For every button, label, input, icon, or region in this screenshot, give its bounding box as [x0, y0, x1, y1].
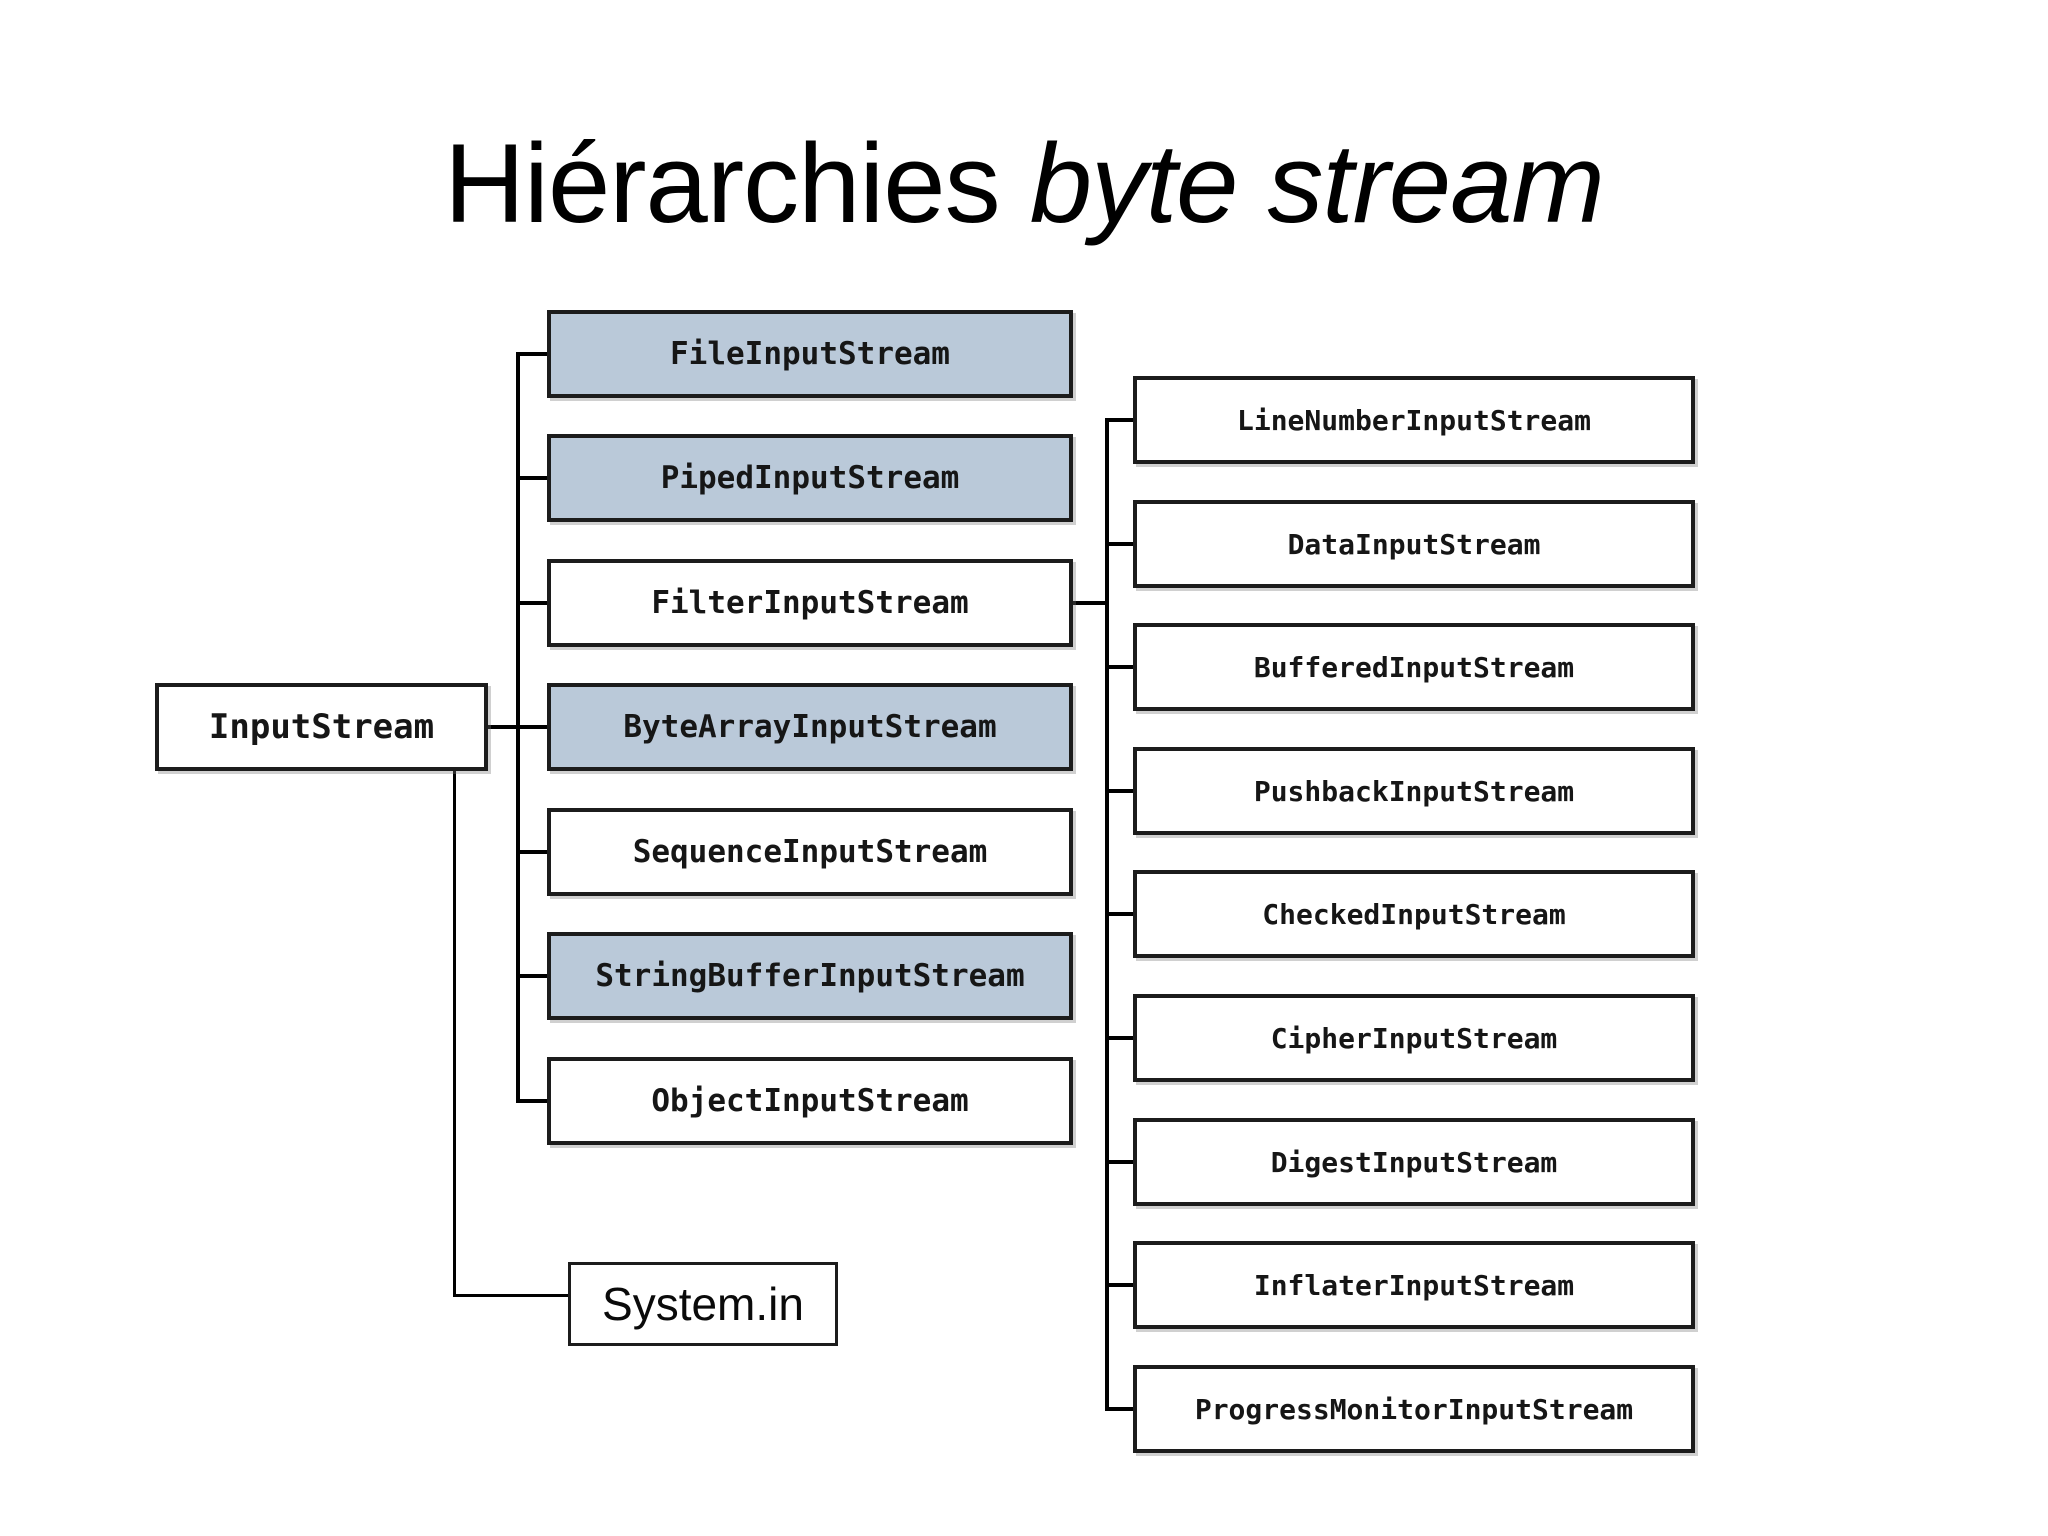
node-bufferedinputstream: BufferedInputStream	[1133, 623, 1695, 711]
node-checkedinputstream: CheckedInputStream	[1133, 870, 1695, 958]
right-stub-line-7	[1105, 1283, 1137, 1287]
middle-stub-line-4	[516, 850, 551, 854]
node-linenumberinputstream: LineNumberInputStream	[1133, 376, 1695, 464]
node-datainputstream: DataInputStream	[1133, 500, 1695, 588]
right-stub-line-5	[1105, 1036, 1137, 1040]
right-stub-line-1	[1105, 542, 1137, 546]
middle-stub-line-2	[516, 601, 551, 605]
right-stub-line-4	[1105, 912, 1137, 916]
right-stub-line-2	[1105, 665, 1137, 669]
node-digestinputstream: DigestInputStream	[1133, 1118, 1695, 1206]
systemin-horizontal-line	[453, 1294, 572, 1297]
filter-connector-line	[1069, 601, 1109, 605]
node-cipherinputstream: CipherInputStream	[1133, 994, 1695, 1082]
node-bytearrayinputstream: ByteArrayInputStream	[547, 683, 1073, 771]
right-stub-line-8	[1105, 1407, 1137, 1411]
node-objectinputstream: ObjectInputStream	[547, 1057, 1073, 1145]
node-inputstream: InputStream	[155, 683, 488, 771]
middle-stub-line-5	[516, 974, 551, 978]
node-stringbufferinputstream: StringBufferInputStream	[547, 932, 1073, 1020]
middle-stub-line-6	[516, 1099, 551, 1103]
right-stub-line-6	[1105, 1160, 1137, 1164]
node-pipedinputstream: PipedInputStream	[547, 434, 1073, 522]
title-italic: byte stream	[1029, 121, 1605, 246]
node-inflaterinputstream: InflaterInputStream	[1133, 1241, 1695, 1329]
slide-title: Hiérarchies byte stream	[0, 128, 2048, 240]
node-progressmonitorinputstream: ProgressMonitorInputStream	[1133, 1365, 1695, 1453]
node-sequenceinputstream: SequenceInputStream	[547, 808, 1073, 896]
middle-stub-line-1	[516, 476, 551, 480]
title-space	[1000, 121, 1030, 246]
right-stub-line-3	[1105, 789, 1137, 793]
node-fileinputstream: FileInputStream	[547, 310, 1073, 398]
node-filterinputstream: FilterInputStream	[547, 559, 1073, 647]
systemin-vertical-line	[453, 769, 456, 1297]
node-system-in: System.in	[568, 1262, 838, 1346]
node-pushbackinputstream: PushbackInputStream	[1133, 747, 1695, 835]
title-regular: Hiérarchies	[444, 121, 1000, 246]
middle-stub-line-0	[516, 352, 551, 356]
right-stub-line-0	[1105, 418, 1137, 422]
root-connector-line	[484, 725, 551, 729]
